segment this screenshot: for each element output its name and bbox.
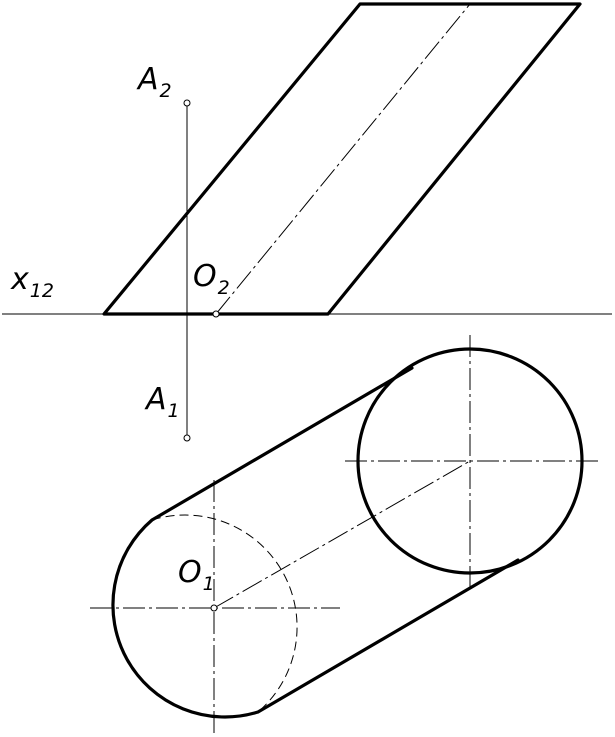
top-view-cylinder-outline <box>111 366 520 719</box>
point-a2 <box>183 99 191 107</box>
point-o1 <box>210 604 218 612</box>
top-view-axis-line <box>213 460 471 609</box>
label-o2: O2 <box>193 259 230 299</box>
label-a1: A1 <box>144 382 180 422</box>
point-o2 <box>212 310 220 318</box>
point-a1 <box>183 434 191 442</box>
front-view-axis-line <box>215 3 471 315</box>
front-view-parallelogram <box>102 2 582 316</box>
label-a2: A2 <box>136 62 172 102</box>
top-view-hidden-base-arc <box>151 514 298 713</box>
label-o1: O1 <box>178 555 215 595</box>
label-x12: x12 <box>10 262 54 302</box>
